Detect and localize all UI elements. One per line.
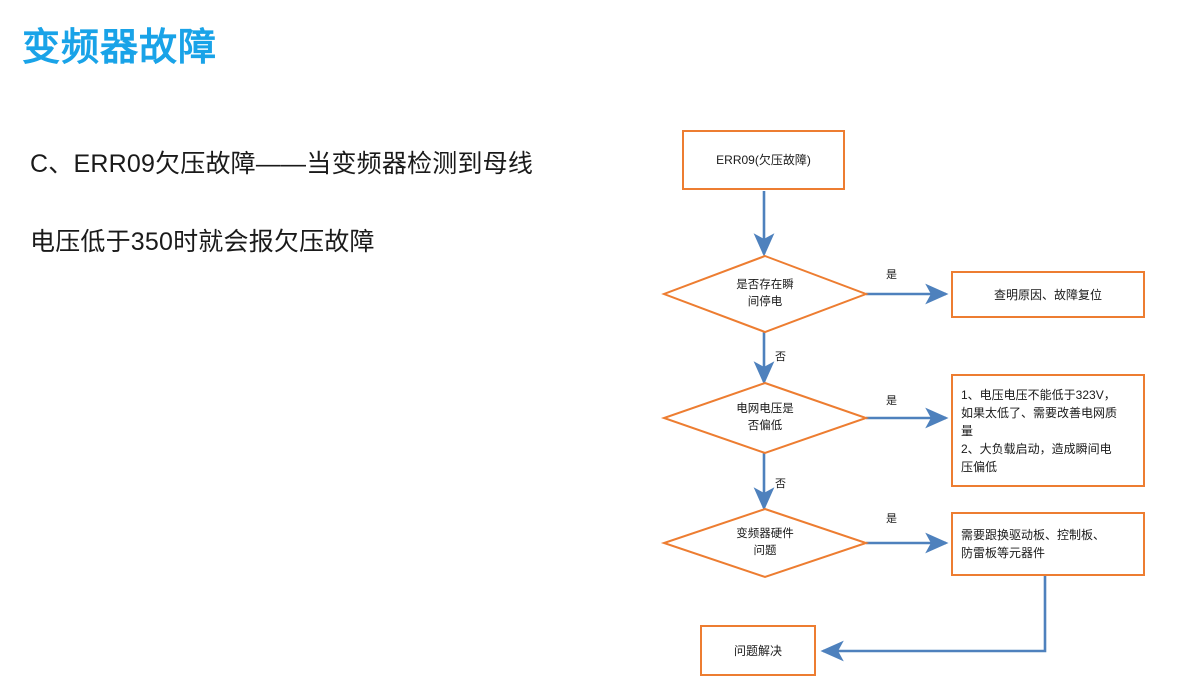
flow-node-end-problem-solved[interactable]: 问题解决 [700,625,816,676]
flow-node-action-check-cause-reset-label: 查明原因、故障复位 [993,287,1102,302]
edge-label-decision1-no: 否 [775,351,786,363]
page-title: 变频器故障 [22,27,218,69]
decision2-diamond-shape [660,381,870,455]
decision3-diamond-shape [660,507,870,579]
connector-action3-to-end [820,576,1047,662]
decision1-diamond-shape [661,254,869,334]
flow-node-action-replace-boards-label: 需要跟换驱动板、控制板、 防雷板等元器件 [961,528,1106,560]
edge-label-decision2-yes: 是 [886,395,897,407]
flow-node-action-replace-boards[interactable]: 需要跟换驱动板、控制板、 防雷板等元器件 [951,512,1145,576]
body-text-line-1: C、ERR09欠压故障——当变频器检测到母线 [30,150,534,178]
flow-node-decision-hardware-fault[interactable]: 变频器硬件 问题 [700,521,830,565]
edge-label-decision3-yes: 是 [886,513,897,525]
flow-node-decision-grid-voltage-low[interactable]: 电网电压是 否偏低 [700,396,830,440]
flow-node-decision-momentary-outage[interactable]: 是否存在瞬 间停电 [700,272,830,316]
flow-node-decision-momentary-outage-label: 是否存在瞬 间停电 [736,279,794,308]
body-text-line-2: 电压低于350时就会报欠压故障 [30,228,375,256]
flow-node-action-check-cause-reset[interactable]: 查明原因、故障复位 [951,271,1145,318]
edge-label-decision1-yes: 是 [886,269,897,281]
edge-label-decision2-no: 否 [775,478,786,490]
flow-node-action-voltage-advice[interactable]: 1、电压电压不能低于323V， 如果太低了、需要改善电网质 量 2、大负载启动，… [951,374,1145,487]
flow-node-end-problem-solved-label: 问题解决 [733,643,782,658]
flow-node-decision-grid-voltage-low-label: 电网电压是 否偏低 [736,403,794,432]
flow-node-start[interactable]: ERR09(欠压故障) [682,130,845,190]
flow-node-action-voltage-advice-label: 1、电压电压不能低于323V， 如果太低了、需要改善电网质 量 2、大负载启动，… [961,387,1118,474]
flow-node-decision-hardware-fault-label: 变频器硬件 问题 [736,528,794,557]
flow-node-start-label: ERR09(欠压故障) [716,153,811,167]
